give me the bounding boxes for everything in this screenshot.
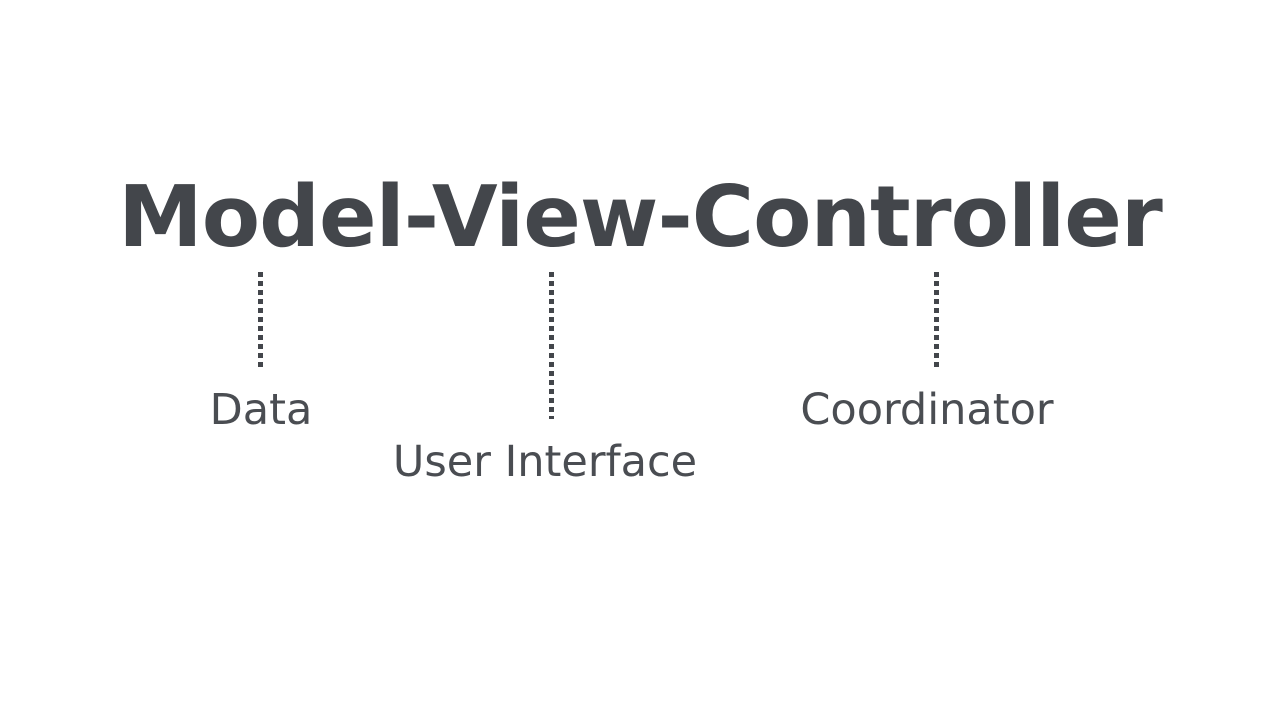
label-model: Data xyxy=(209,385,313,435)
page-title: Model-View-Controller xyxy=(118,168,1163,267)
connector-view-icon xyxy=(549,272,554,419)
connector-controller-icon xyxy=(934,272,939,367)
label-view: User Interface xyxy=(392,437,698,487)
label-controller: Coordinator xyxy=(800,385,1054,435)
connector-model-icon xyxy=(258,272,263,367)
